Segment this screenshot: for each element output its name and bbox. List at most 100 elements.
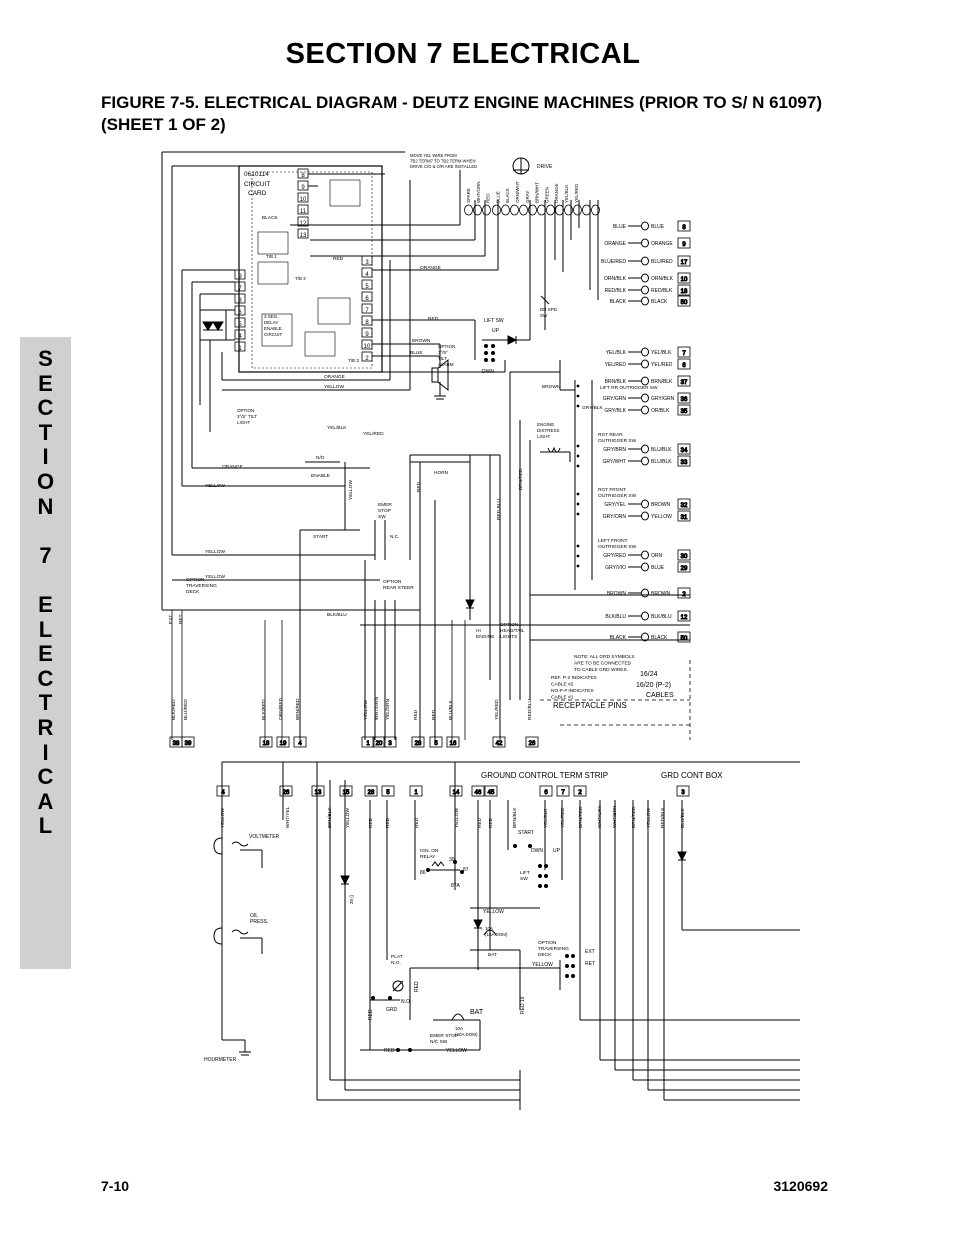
side-tab-letter: L	[38, 616, 53, 642]
right-connection-pin	[677, 455, 691, 467]
lower-wire-label: YEL/BLK	[543, 808, 549, 828]
right-connection-pin	[677, 587, 691, 599]
card-terminal-number: 8	[238, 298, 242, 304]
right-connection-plug	[641, 550, 649, 560]
receptacle-pin-number: 5	[434, 741, 438, 747]
lower-terminal	[279, 785, 293, 797]
lower-wire-label: RED	[488, 817, 494, 828]
ground-note: NOTE: ALL GRD SYMBOLS	[574, 654, 635, 660]
circuit-card-label: CIRCUIT	[244, 181, 270, 188]
delay-circuit-label: DELAY	[264, 320, 278, 325]
cable-reference-note: REF. P-2 INDICATES	[551, 675, 597, 681]
card-terminal-number: 12	[300, 221, 307, 227]
receptacle-pin-number: 42	[496, 741, 503, 747]
top-terminal	[528, 204, 537, 216]
lower-wire-label: YELLOW	[345, 808, 351, 828]
right-connection-wire-label: BRN/BLK	[605, 379, 627, 385]
wire-label: YEL/BLK	[327, 425, 347, 431]
top-terminal-wire-label: WHT/ORN	[476, 182, 481, 204]
lift-down-label: DWN	[531, 848, 543, 854]
lift-up-label: UP	[553, 848, 561, 854]
card-terminal-number: 10	[364, 344, 371, 350]
voltmeter-label: VOLTMETER	[249, 834, 280, 840]
right-connection-wire-label: GRY/ORN	[603, 514, 627, 520]
right-connection-pin-number: 12	[681, 615, 688, 621]
head-tail-lights-label: HEAD/TAIL	[500, 628, 525, 634]
right-connection-pin	[677, 561, 691, 573]
receptacle-pin	[361, 736, 375, 748]
right-connection-pin	[677, 610, 691, 622]
engine-distress-label: ENGINE	[537, 422, 554, 427]
right-connection-plug	[641, 456, 649, 466]
receptacle-pin	[276, 736, 290, 748]
wire-label: YELLOW	[483, 909, 504, 915]
right-connection-pin-number: 50	[681, 300, 688, 306]
side-tab-letter: E	[38, 591, 53, 617]
battery-label: BAT	[488, 952, 497, 958]
side-tab-letter: N	[37, 493, 54, 519]
wire-label: YELLOW	[205, 483, 225, 489]
lift-switch	[482, 200, 550, 362]
page-number: 7-10	[101, 1178, 130, 1194]
lower-wire-label: BRN/RED	[631, 806, 637, 828]
card-terminal-number: 2	[365, 356, 369, 362]
ground-switch-label: GRD	[386, 1007, 398, 1013]
traversing-deck-label: DECK	[186, 589, 200, 595]
right-connection-pin-number: 35	[681, 409, 688, 415]
receptacle-pin	[181, 736, 195, 748]
card-terminal-number: 5	[238, 322, 242, 328]
cable-reference-note: CABLE #2	[551, 682, 574, 688]
tilt-alarm-symbol	[431, 358, 449, 400]
side-tab-letter: C	[37, 764, 54, 790]
ground-control-box: GRD CONT BOX	[661, 771, 723, 780]
terminal-block-label: T/B 3	[348, 358, 359, 363]
card-terminal-number: 6	[365, 296, 369, 302]
lift-switch-label: LIFT SW	[484, 318, 504, 324]
wire-label: BROWN	[542, 384, 561, 390]
card-terminal-number: 4	[365, 272, 369, 278]
lower-wire-label: WHT/YEL	[285, 806, 291, 828]
battery-label: BAT	[470, 1009, 484, 1016]
relay-pin-label: 87A	[451, 883, 461, 889]
lower-wire-label: YEL/RED	[560, 807, 566, 828]
wire-label: RED	[428, 316, 439, 322]
oil-press-label: PRESS.	[250, 919, 268, 925]
drive-symbol	[512, 157, 530, 175]
right-connection-pin	[677, 392, 691, 404]
side-tab-letter: A	[37, 788, 54, 814]
relay-pin-label: 86	[420, 870, 426, 876]
right-connection-wire-label: BROWN	[607, 591, 627, 597]
tilt-alarm-label: 3°/5°	[438, 350, 448, 355]
horn-label: HORN	[434, 470, 449, 476]
normally-closed-label: N.C.	[390, 534, 400, 540]
right-connection-plug	[641, 588, 649, 598]
drive-label: DRIVE	[537, 164, 553, 170]
right-connection-pin-number: 30	[681, 554, 688, 560]
tilt-alarm-label: TILT	[438, 356, 447, 361]
top-terminal	[555, 204, 564, 216]
lower-terminal-number: 5	[386, 790, 390, 796]
wire-label: YELLOW	[348, 480, 354, 500]
card-terminal-number: 3	[365, 260, 369, 266]
right-connection-out-label: YELLOW	[651, 514, 672, 520]
wire-label: GRY/BLK	[582, 405, 604, 411]
engine-distress-light	[540, 446, 571, 462]
lower-terminal	[339, 785, 353, 797]
gauges	[213, 837, 263, 1056]
traversing-deck-label: TRAVERSING	[538, 946, 569, 952]
right-connection-pin-number: 7	[682, 351, 686, 357]
card-terminal-number: 10	[300, 197, 307, 203]
wire-label: BLUE	[410, 350, 423, 356]
wire-label: YELLOW	[205, 549, 225, 555]
traversing-deck-label: OPTION	[186, 577, 205, 583]
right-connection-out-label: ORANGE	[651, 241, 673, 247]
lower-wire-label: YELLOW	[454, 808, 460, 828]
side-tab-letter: I	[42, 739, 49, 765]
hi-engine-label: ENGINE	[476, 634, 494, 640]
right-connection-pin-number: 10	[681, 277, 688, 283]
card-terminal-number: 7	[365, 308, 369, 314]
lift-up-label: UP	[492, 328, 500, 334]
right-connection-pin	[677, 498, 691, 510]
